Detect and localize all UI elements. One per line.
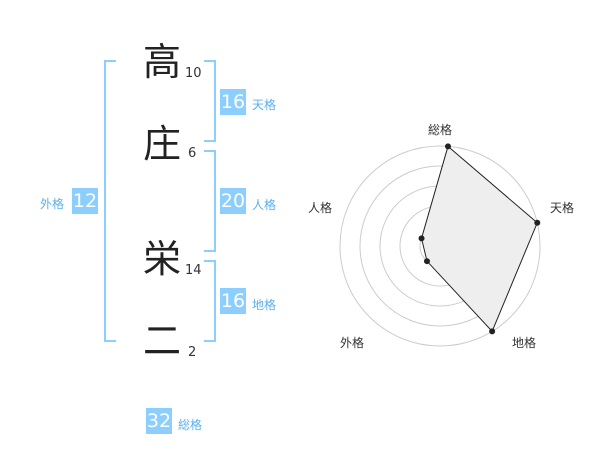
radar-area <box>421 145 538 333</box>
chi-label: 地格 <box>252 298 277 312</box>
so-label: 総格 <box>178 418 203 432</box>
so-value-badge: 32 <box>146 408 172 434</box>
ten-bracket <box>204 60 216 142</box>
name-char-2: 庄 <box>143 122 182 166</box>
axis-label-chi: 地格 <box>512 335 536 350</box>
chi-value-badge: 16 <box>220 288 246 314</box>
gai-label: 外格 <box>40 197 65 211</box>
outer-bracket <box>104 60 116 342</box>
axis-label-jin: 人格 <box>308 200 332 215</box>
axis-label-so: 総格 <box>428 122 452 137</box>
jin-label: 人格 <box>252 198 277 212</box>
stroke-count-4: 2 <box>188 345 197 360</box>
radar-point <box>423 258 430 265</box>
radar-point <box>534 219 541 226</box>
axis-label-gai: 外格 <box>340 335 364 350</box>
radar-point <box>418 235 425 242</box>
jin-bracket <box>204 150 216 252</box>
gai-value-badge: 12 <box>72 188 98 214</box>
chi-bracket <box>204 260 216 342</box>
stroke-count-1: 10 <box>185 66 202 81</box>
radar-point <box>444 143 451 150</box>
radar-chart: 総格 天格 地格 外格 人格 <box>308 122 574 350</box>
stroke-count-3: 14 <box>185 263 202 278</box>
radar-grid-ring <box>339 145 541 347</box>
name-char-3: 栄 <box>143 237 182 281</box>
stroke-count-2: 6 <box>188 146 197 161</box>
name-char-1: 高 <box>143 40 182 84</box>
jin-value-badge: 20 <box>220 188 246 214</box>
radar-point <box>489 328 496 335</box>
ten-label: 天格 <box>252 98 277 112</box>
axis-label-ten: 天格 <box>550 200 574 215</box>
ten-value-badge: 16 <box>220 89 246 115</box>
name-char-4: 二 <box>143 319 182 363</box>
